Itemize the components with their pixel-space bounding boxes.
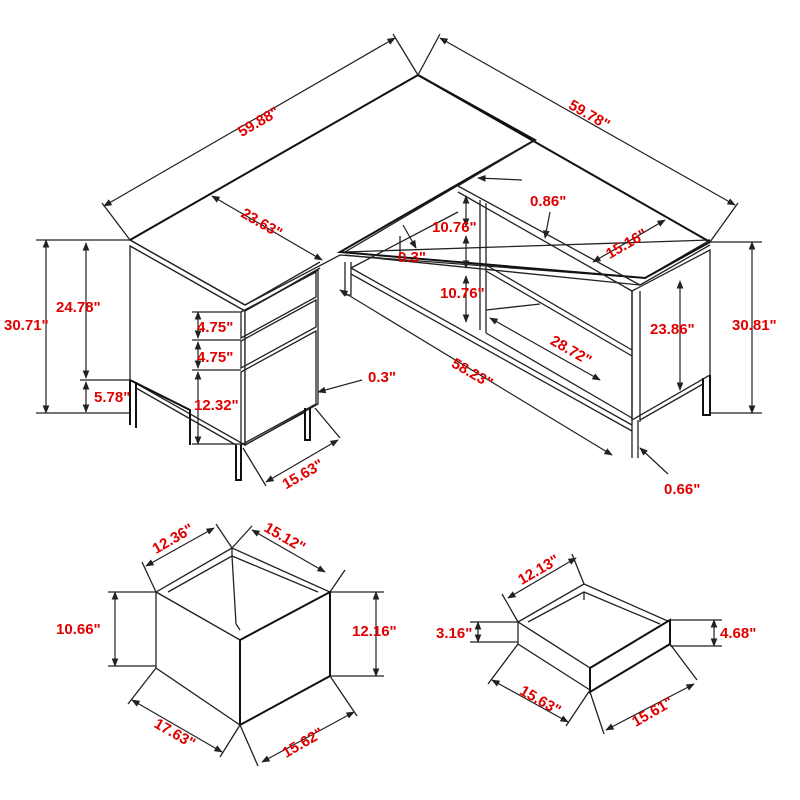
label-drawer-gap: 0.3" xyxy=(368,369,396,386)
label-top-thickness: 0.86" xyxy=(530,193,566,210)
label-fd-bottom-width: 15.62" xyxy=(279,725,326,762)
label-sd-inner-height: 3.16" xyxy=(436,625,472,642)
file-drawer xyxy=(240,329,317,447)
desk-dimension-lines xyxy=(36,33,762,487)
label-sd-top-depth: 12.13" xyxy=(515,552,562,589)
label-left-total-height: 30.71" xyxy=(4,317,49,334)
label-shelf-gap: 0.3" xyxy=(398,249,426,266)
label-right-body-height: 23.86" xyxy=(650,321,695,338)
label-shelf-mid-height: 10.76" xyxy=(440,285,485,302)
label-file-drawer-height: 12.32" xyxy=(194,397,239,414)
label-drawer2-height: 4.75" xyxy=(197,349,233,366)
label-fd-front-height: 12.16" xyxy=(352,623,397,640)
label-shelf-top-height: 10.76" xyxy=(432,219,477,236)
desk-front-edge xyxy=(129,239,246,306)
drawer-1 xyxy=(240,270,317,340)
label-drawer1-height: 4.75" xyxy=(197,319,233,336)
l-desk-drawing xyxy=(128,73,711,481)
label-left-body-height: 24.78" xyxy=(56,299,101,316)
label-fd-inner-height: 10.66" xyxy=(56,621,101,638)
label-return-length: 58.23" xyxy=(448,355,495,392)
file-drawer-drawing xyxy=(108,523,384,767)
label-right-total-height: 30.81" xyxy=(732,317,777,334)
label-fd-top-width: 15.12" xyxy=(261,519,308,556)
small-drawer-drawing xyxy=(470,553,722,735)
label-sd-front-height: 4.68" xyxy=(720,625,756,642)
label-sd-bottom-width: 15.61" xyxy=(629,694,676,731)
label-fd-bottom-depth: 17.63" xyxy=(151,715,198,752)
label-top-right-width: 59.78" xyxy=(566,97,613,134)
label-sd-bottom-depth: 15.63" xyxy=(517,682,564,719)
drawer-2 xyxy=(240,298,317,370)
label-pedestal-width: 15.63" xyxy=(279,456,326,493)
label-leg-width: 0.66" xyxy=(664,481,700,498)
label-top-left-width: 59.88" xyxy=(235,104,282,141)
shelf-back-top xyxy=(457,191,633,292)
label-fd-top-depth: 12.36" xyxy=(149,521,196,558)
label-leg-height: 5.78" xyxy=(94,389,130,406)
